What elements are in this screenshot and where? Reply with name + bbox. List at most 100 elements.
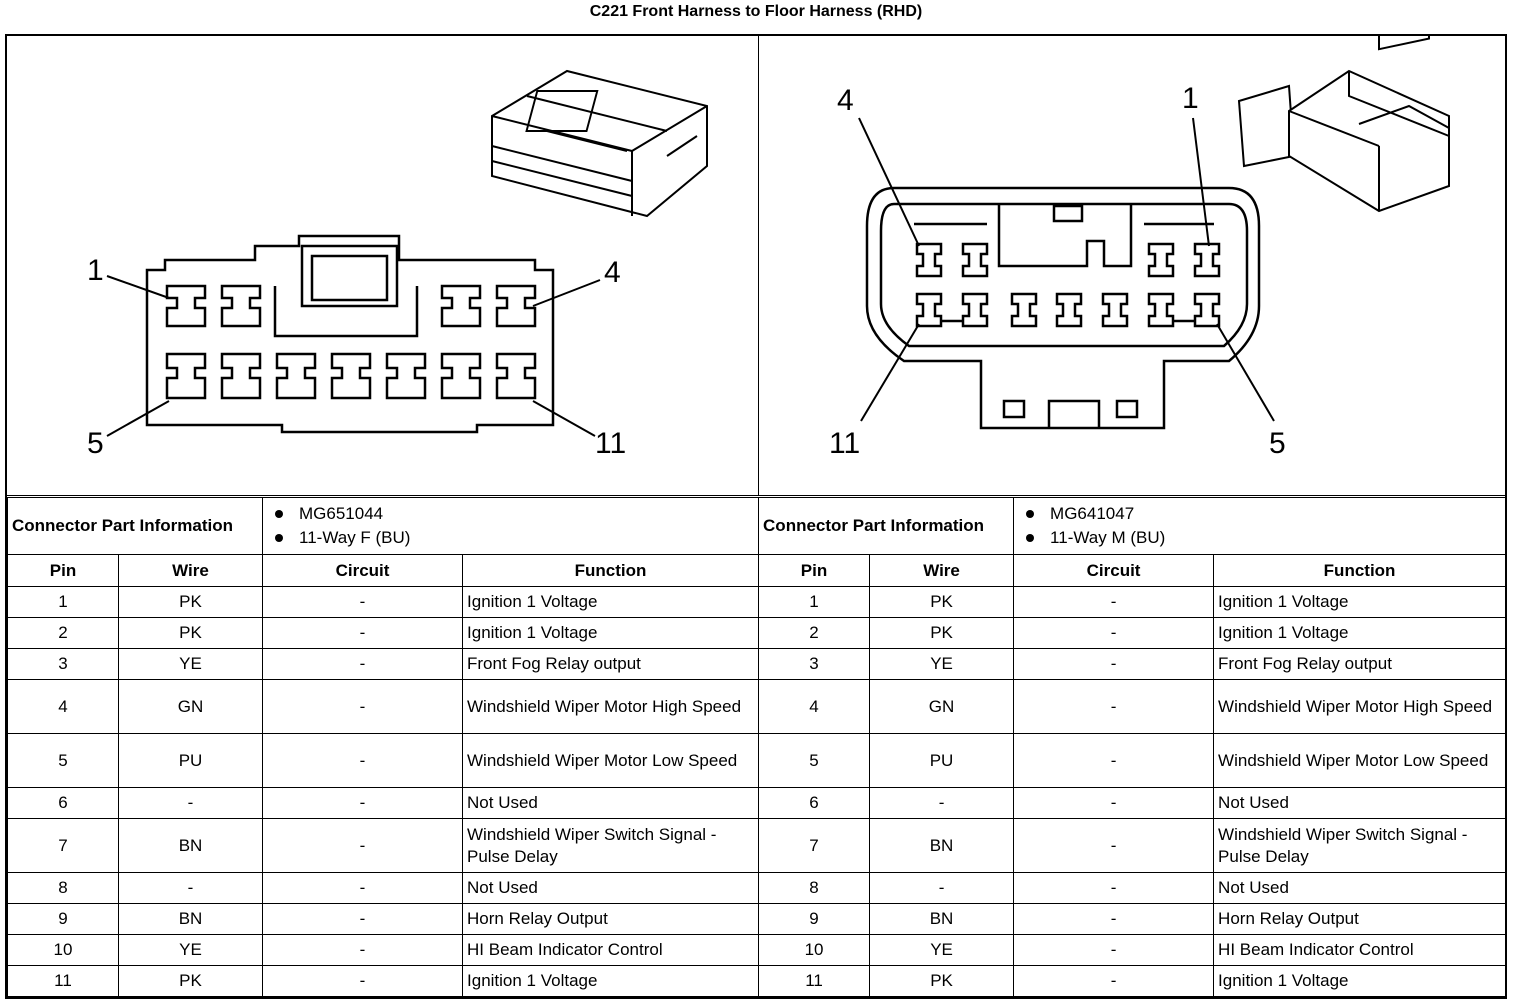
left-cell-circuit: - [262, 818, 464, 873]
pin-callout-4: 4 [837, 84, 854, 117]
left-cell-pin: 11 [7, 965, 119, 997]
left-info-details: MG651044 11-Way F (BU) [262, 497, 760, 555]
pin-callout-4: 4 [604, 256, 621, 289]
left-cell-function: HI Beam Indicator Control [462, 934, 760, 966]
right-iso-view [1237, 36, 1450, 213]
left-cell-function: Ignition 1 Voltage [462, 965, 760, 997]
col-header-pin: Pin [7, 554, 119, 587]
left-cell-pin: 8 [7, 872, 119, 904]
pin-callout-1: 1 [1182, 82, 1199, 115]
left-cell-circuit: - [262, 872, 464, 904]
left-cell-pin: 3 [7, 648, 119, 680]
right-cell-wire: - [869, 787, 1015, 819]
right-cell-wire: PU [869, 733, 1015, 788]
right-connector-diagram: 4 1 11 5 [758, 36, 1505, 496]
right-cell-wire: YE [869, 648, 1015, 680]
right-cell-function: Ignition 1 Voltage [1213, 965, 1507, 997]
left-part-number: MG651044 [299, 504, 384, 523]
pin-callout-11: 11 [595, 427, 627, 460]
right-cell-pin: 2 [758, 617, 871, 649]
pin-callout-5: 5 [1269, 427, 1286, 460]
male-connector-drawing [858, 36, 1450, 430]
right-cell-circuit: - [1013, 617, 1215, 649]
page-title: C221 Front Harness to Floor Harness (RHD… [589, 3, 923, 20]
left-cell-function: Windshield Wiper Motor High Speed [462, 679, 760, 734]
right-cell-function: Windshield Wiper Motor Low Speed [1213, 733, 1507, 788]
left-info-label: Connector Part Information [6, 497, 264, 555]
left-cell-pin: 2 [7, 617, 119, 649]
right-pin-cavities [915, 242, 1221, 328]
left-cell-function: Ignition 1 Voltage [462, 586, 760, 618]
left-cell-wire: PK [117, 617, 264, 649]
left-cell-circuit: - [262, 903, 464, 935]
right-cell-wire: PK [869, 965, 1015, 997]
right-cell-circuit: - [1013, 679, 1215, 734]
left-cell-pin: 9 [7, 903, 119, 935]
right-cell-function: Horn Relay Output [1213, 903, 1507, 935]
right-cell-wire: GN [869, 679, 1015, 734]
connector-frame: 1 4 5 11 [5, 34, 1507, 999]
col-header-wire: Wire [869, 554, 1015, 587]
left-cell-pin: 4 [7, 679, 119, 734]
right-cell-function: Not Used [1213, 787, 1507, 819]
bullet-icon [1026, 534, 1035, 542]
right-cell-wire: PK [869, 617, 1015, 649]
left-cell-circuit: - [262, 586, 464, 618]
right-cell-function: Ignition 1 Voltage [1213, 617, 1507, 649]
female-connector-drawing [106, 69, 708, 437]
right-cell-function: Windshield Wiper Switch Signal - Pulse D… [1213, 818, 1507, 873]
right-cell-function: Not Used [1213, 872, 1507, 904]
left-cell-wire: BN [117, 818, 264, 873]
right-cell-circuit: - [1013, 586, 1215, 618]
left-cell-circuit: - [262, 965, 464, 997]
bullet-icon [275, 534, 284, 542]
col-header-wire: Wire [117, 554, 264, 587]
right-cell-pin: 5 [758, 733, 871, 788]
left-cell-circuit: - [262, 679, 464, 734]
col-header-circuit: Circuit [262, 554, 464, 587]
right-cell-wire: - [869, 872, 1015, 904]
left-cell-wire: GN [117, 679, 264, 734]
left-cell-function: Ignition 1 Voltage [462, 617, 760, 649]
col-header-circuit: Circuit [1013, 554, 1215, 587]
left-cell-pin: 5 [7, 733, 119, 788]
right-cell-circuit: - [1013, 965, 1215, 997]
table-header-row: Pin Wire Circuit Function Pin Wire Circu… [7, 554, 1507, 587]
left-cell-wire: - [117, 872, 264, 904]
right-cell-circuit: - [1013, 787, 1215, 819]
right-cell-wire: BN [869, 903, 1015, 935]
left-cell-circuit: - [262, 733, 464, 788]
right-cell-pin: 3 [758, 648, 871, 680]
left-cell-function: Not Used [462, 872, 760, 904]
left-cell-function: Windshield Wiper Switch Signal - Pulse D… [462, 818, 760, 873]
left-cell-wire: YE [117, 648, 264, 680]
left-cell-pin: 7 [7, 818, 119, 873]
left-cell-wire: PU [117, 733, 264, 788]
left-cell-pin: 6 [7, 787, 119, 819]
right-cell-pin: 7 [758, 818, 871, 873]
right-cell-pin: 9 [758, 903, 871, 935]
right-cell-function: Front Fog Relay output [1213, 648, 1507, 680]
right-cell-pin: 10 [758, 934, 871, 966]
pin-callout-5: 5 [87, 427, 104, 460]
right-cell-pin: 1 [758, 586, 871, 618]
pin-callout-11: 11 [829, 427, 861, 460]
left-leader-lines [106, 275, 601, 437]
right-cell-pin: 8 [758, 872, 871, 904]
connector-info-row: Connector Part Information MG651044 11-W… [6, 497, 1507, 555]
left-cell-wire: PK [117, 965, 264, 997]
right-cell-function: HI Beam Indicator Control [1213, 934, 1507, 966]
left-cell-pin: 1 [7, 586, 119, 618]
right-cell-pin: 11 [758, 965, 871, 997]
right-description: 11-Way M (BU) [1050, 528, 1166, 547]
